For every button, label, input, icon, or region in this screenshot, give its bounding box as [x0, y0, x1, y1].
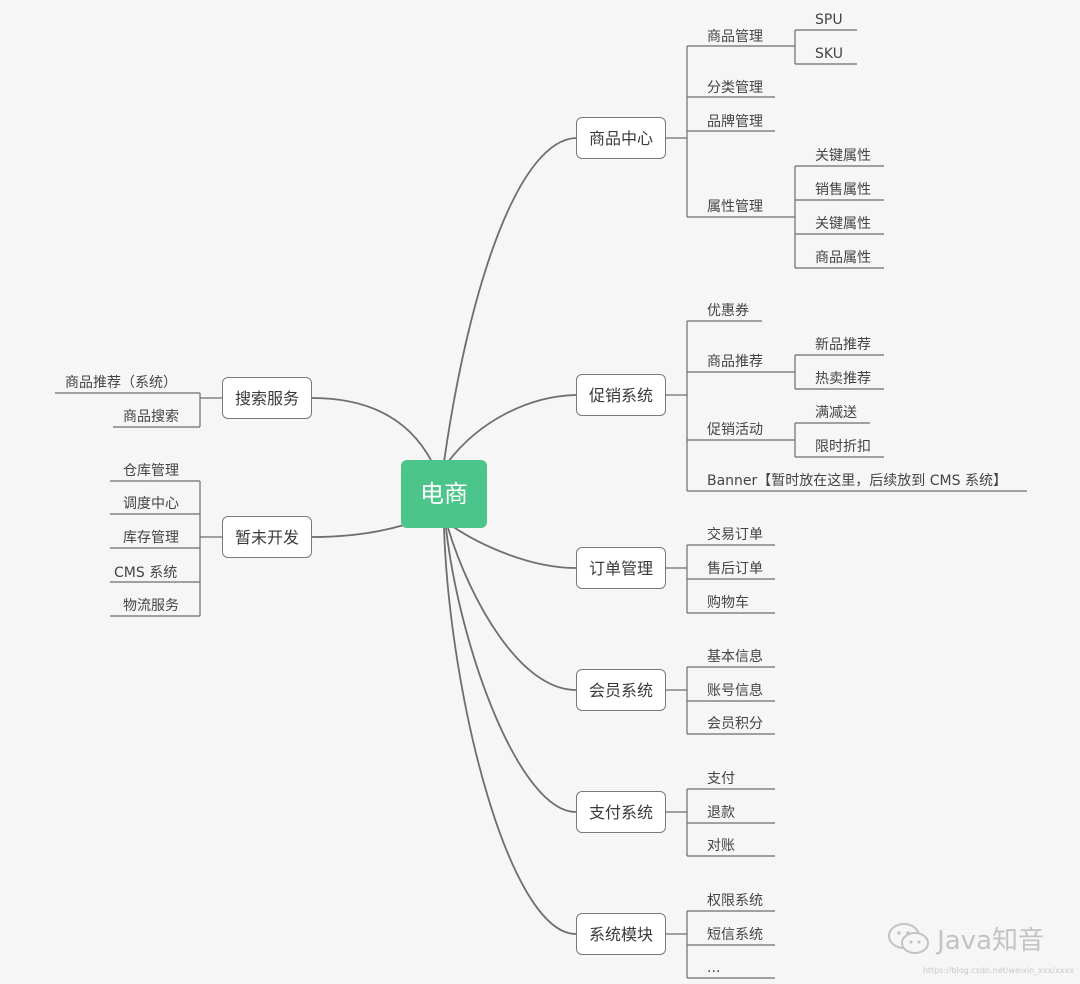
- leaf-permission[interactable]: 权限系统: [707, 893, 763, 909]
- leaf-attr-goods[interactable]: 商品属性: [815, 250, 871, 266]
- leaf-brand[interactable]: 品牌管理: [707, 114, 763, 130]
- leaf-category[interactable]: 分类管理: [707, 80, 763, 96]
- leaf-after-sale[interactable]: 售后订单: [707, 561, 763, 577]
- watermark-url: https://blog.csdn.net/weixin_xxx/xxxx: [922, 966, 1074, 975]
- wechat-icon: [888, 922, 930, 954]
- branch-promo[interactable]: 促销系统: [576, 374, 666, 416]
- leaf-payment[interactable]: 支付: [707, 771, 735, 787]
- leaf-attr-key-1[interactable]: 关键属性: [815, 148, 871, 164]
- leaf-coupon[interactable]: 优惠券: [707, 303, 749, 319]
- leaf-warehouse[interactable]: 仓库管理: [123, 463, 179, 479]
- leaf-spu[interactable]: SPU: [815, 12, 843, 28]
- leaf-trade-order[interactable]: 交易订单: [707, 527, 763, 543]
- leaf-attr-sale[interactable]: 销售属性: [815, 182, 871, 198]
- leaf-attr[interactable]: 属性管理: [707, 199, 763, 215]
- leaf-more[interactable]: ...: [707, 960, 721, 976]
- connector-order: [451, 525, 577, 569]
- branch-pay[interactable]: 支付系统: [576, 791, 666, 833]
- leaf-attr-key-2[interactable]: 关键属性: [815, 216, 871, 232]
- connector-search: [311, 397, 433, 463]
- leaf-sku[interactable]: SKU: [815, 46, 843, 62]
- leaf-goods-manage[interactable]: 商品管理: [707, 29, 763, 45]
- connector-todo: [311, 524, 405, 538]
- leaf-activity[interactable]: 促销活动: [707, 422, 763, 438]
- root-node[interactable]: 电商: [401, 460, 487, 528]
- branch-todo[interactable]: 暂未开发: [222, 516, 312, 558]
- leaf-search-goods[interactable]: 商品搜索: [123, 409, 179, 425]
- connector-promo: [447, 394, 577, 463]
- branch-sys[interactable]: 系统模块: [576, 913, 666, 955]
- leaf-full-reduction[interactable]: 满减送: [815, 405, 857, 421]
- leaf-logistics[interactable]: 物流服务: [123, 598, 179, 614]
- watermark: Java知音: [887, 920, 1044, 957]
- branch-member[interactable]: 会员系统: [576, 669, 666, 711]
- leaf-hot-recommend[interactable]: 热卖推荐: [815, 371, 871, 387]
- leaf-points[interactable]: 会员积分: [707, 716, 763, 732]
- leaf-reconcile[interactable]: 对账: [707, 838, 735, 854]
- leaf-cms[interactable]: CMS 系统: [114, 565, 178, 581]
- connector-pay: [445, 527, 577, 813]
- leaf-refund[interactable]: 退款: [707, 805, 735, 821]
- watermark-text: Java知音: [937, 926, 1044, 956]
- leaf-cart[interactable]: 购物车: [707, 595, 749, 611]
- leaf-banner[interactable]: Banner【暂时放在这里，后续放到 CMS 系统】: [707, 473, 1007, 489]
- leaf-sms[interactable]: 短信系统: [707, 927, 763, 943]
- branch-search[interactable]: 搜索服务: [222, 377, 312, 419]
- leaf-account-info[interactable]: 账号信息: [707, 683, 763, 699]
- leaf-inventory[interactable]: 库存管理: [123, 530, 179, 546]
- branch-goods[interactable]: 商品中心: [576, 117, 666, 159]
- leaf-search-recommend[interactable]: 商品推荐（系统）: [65, 375, 177, 391]
- leaf-basic-info[interactable]: 基本信息: [707, 649, 763, 665]
- connector-member: [447, 527, 577, 691]
- branch-order[interactable]: 订单管理: [576, 547, 666, 589]
- leaf-dispatch[interactable]: 调度中心: [123, 496, 179, 512]
- leaf-flash-discount[interactable]: 限时折扣: [815, 439, 871, 455]
- leaf-new-recommend[interactable]: 新品推荐: [815, 337, 871, 353]
- connector-sys: [443, 527, 577, 935]
- leaf-recommend[interactable]: 商品推荐: [707, 354, 763, 370]
- connector-goods: [443, 137, 577, 463]
